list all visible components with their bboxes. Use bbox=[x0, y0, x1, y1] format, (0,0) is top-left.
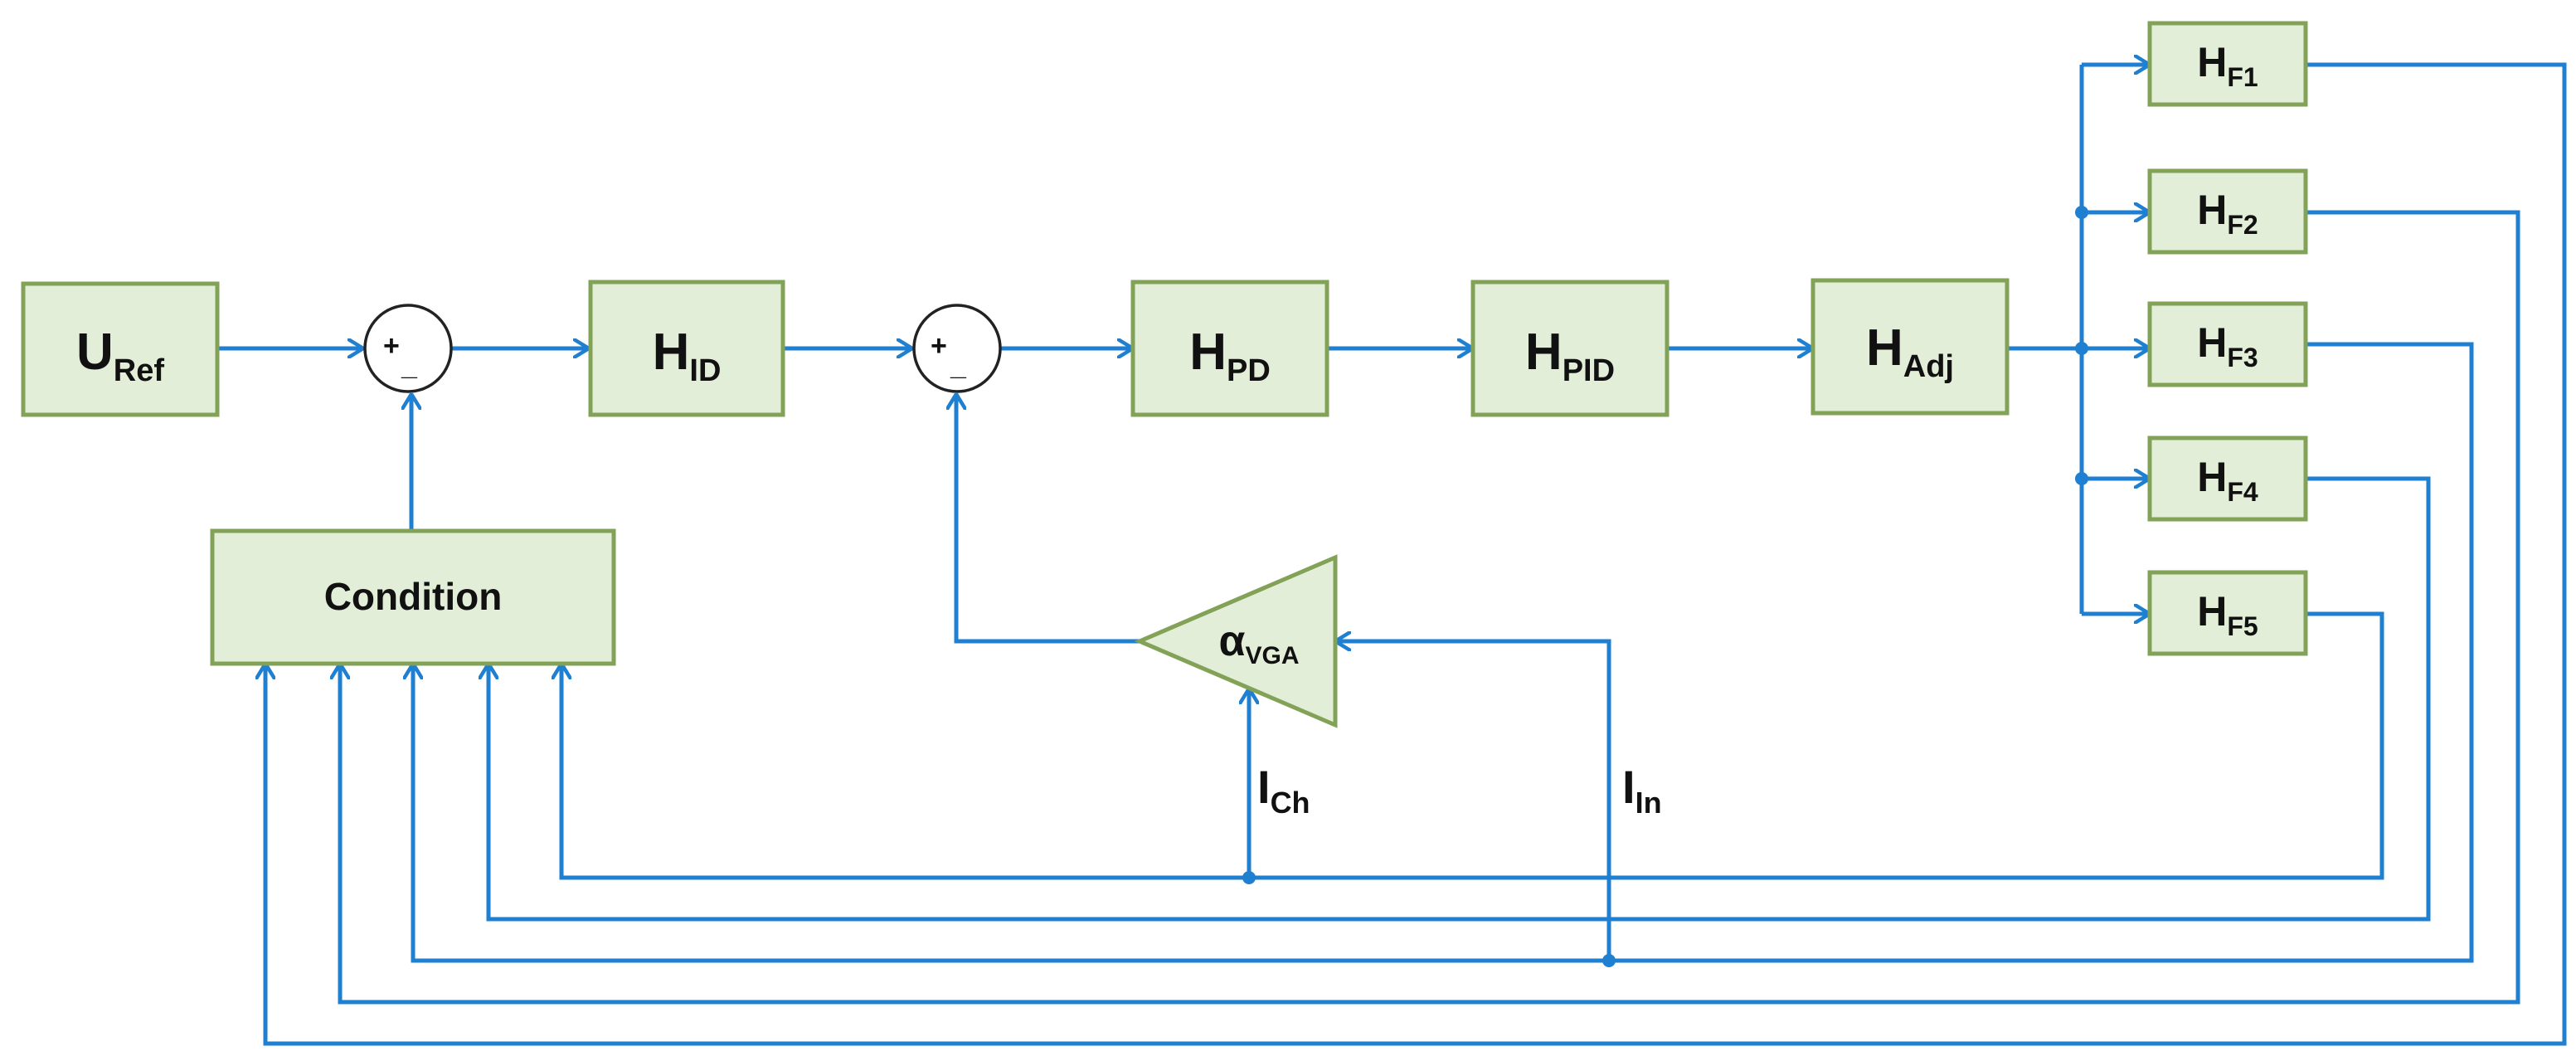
svg-text:HPD: HPD bbox=[1189, 324, 1271, 388]
junction-dot bbox=[1242, 871, 1256, 884]
wire-hf5-feedback bbox=[561, 611, 2384, 880]
wire-vga-to-sum2 bbox=[956, 394, 1140, 644]
block-h-f5: HF5 bbox=[2147, 570, 2308, 656]
vga-amplifier-triangle: αVGA bbox=[1134, 554, 1338, 728]
svg-text:HID: HID bbox=[653, 324, 722, 388]
summing-junction-1: + _ bbox=[363, 304, 453, 393]
block-h-f4: HF4 bbox=[2147, 436, 2308, 522]
block-h-pd: HPD bbox=[1130, 280, 1329, 417]
svg-text:HF1: HF1 bbox=[2197, 39, 2258, 92]
svg-text:_: _ bbox=[401, 350, 418, 382]
svg-text:HF4: HF4 bbox=[2197, 454, 2258, 507]
svg-text:ICh: ICh bbox=[1257, 761, 1310, 820]
signal-label-i-ch: ICh bbox=[1257, 761, 1310, 820]
block-h-f1: HF1 bbox=[2147, 21, 2308, 107]
svg-text:+: + bbox=[383, 330, 400, 362]
block-u-ref: URef bbox=[21, 281, 220, 417]
svg-text:HF5: HF5 bbox=[2197, 588, 2258, 641]
block-h-pid: HPID bbox=[1470, 280, 1670, 417]
svg-text:HAdj: HAdj bbox=[1866, 319, 1954, 384]
junction-dot bbox=[2075, 342, 2088, 355]
block-h-f3: HF3 bbox=[2147, 301, 2308, 387]
svg-text:IIn: IIn bbox=[1622, 761, 1662, 820]
svg-text:Condition: Condition bbox=[324, 575, 503, 618]
block-h-adj: HAdj bbox=[1810, 278, 2010, 416]
svg-text:HF2: HF2 bbox=[2197, 187, 2258, 240]
wire-hf4-feedback bbox=[488, 476, 2431, 922]
block-h-id: HID bbox=[588, 280, 785, 417]
block-h-f2: HF2 bbox=[2147, 168, 2308, 255]
summing-junction-2: + _ bbox=[912, 304, 1002, 393]
wire-hf3-feedback bbox=[413, 342, 2474, 963]
junction-dot bbox=[1602, 954, 1616, 967]
svg-text:HPID: HPID bbox=[1525, 324, 1615, 388]
junction-dots bbox=[1242, 206, 2088, 967]
junction-dot bbox=[2075, 472, 2088, 485]
wire-hf2-feedback bbox=[340, 210, 2520, 1005]
wire-iin-to-vga bbox=[1335, 641, 1611, 961]
junction-dot bbox=[2075, 206, 2088, 219]
signal-label-i-in: IIn bbox=[1622, 761, 1662, 820]
wire-hf1-feedback bbox=[265, 62, 2567, 1046]
svg-text:HF3: HF3 bbox=[2197, 319, 2258, 372]
svg-text:_: _ bbox=[950, 350, 967, 382]
svg-text:+: + bbox=[931, 330, 947, 362]
signal-wires bbox=[217, 62, 2567, 1046]
svg-text:αVGA: αVGA bbox=[1219, 617, 1300, 669]
svg-text:URef: URef bbox=[76, 324, 164, 388]
block-condition: Condition bbox=[210, 528, 616, 666]
